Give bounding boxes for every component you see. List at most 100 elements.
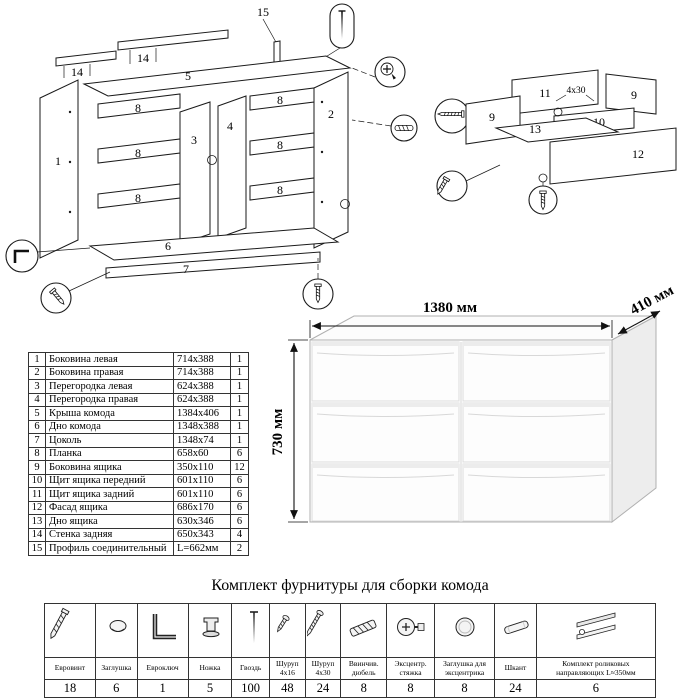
parts-cell-num: 5 bbox=[28, 406, 46, 421]
parts-cell-name: Фасад ящика bbox=[45, 500, 174, 515]
hardware-name: Шуруп 4x16 bbox=[269, 657, 306, 680]
parts-cell-qty: 12 bbox=[230, 460, 249, 475]
hardware-icon-cell bbox=[494, 603, 537, 658]
part-label-6: 6 bbox=[165, 239, 171, 253]
hardware-name: Евровинт bbox=[44, 657, 96, 680]
hardware-icon-cell bbox=[44, 603, 96, 658]
drawer-bottom-panel bbox=[494, 117, 620, 143]
parts-cell-num: 8 bbox=[28, 446, 46, 461]
hardware-qty: 24 bbox=[304, 679, 342, 698]
parts-cell-size: 650x343 bbox=[173, 527, 231, 542]
part-label-8: 8 bbox=[277, 138, 283, 152]
dresser-right-face bbox=[611, 315, 657, 524]
hardware-name: Гвоздь bbox=[231, 657, 271, 680]
height-dimension-label: 730 мм bbox=[270, 409, 286, 456]
parts-cell-qty: 6 bbox=[230, 487, 249, 502]
hardware-icon-cell bbox=[187, 603, 233, 658]
parts-cell-size: 658x60 bbox=[173, 446, 231, 461]
parts-cell-qty: 6 bbox=[230, 500, 249, 515]
parts-cell-qty: 2 bbox=[230, 541, 249, 556]
bottom-panel bbox=[88, 227, 340, 261]
screw-4x16-icon bbox=[276, 615, 290, 633]
parts-cell-name: Крыша комода bbox=[45, 406, 174, 421]
hardware-qty: 6 bbox=[94, 679, 138, 698]
hardware-name: Шуруп 4x30 bbox=[304, 657, 342, 680]
parts-cell-qty: 6 bbox=[230, 473, 249, 488]
parts-cell-name: Боковина ящика bbox=[45, 460, 174, 475]
hardware-qty-row: 18 6 1 5 100 48 24 8 8 8 24 6 bbox=[44, 679, 657, 698]
part-label-9-left: 9 bbox=[489, 110, 495, 124]
drawer-front bbox=[462, 402, 611, 463]
parts-cell-size: 714x388 bbox=[173, 352, 231, 367]
drawer-front bbox=[462, 341, 611, 402]
hardware-icons-row bbox=[44, 603, 657, 658]
wood-dowel-icon bbox=[504, 620, 529, 634]
drawer-side-right bbox=[605, 73, 657, 115]
parts-cell-qty: 1 bbox=[230, 433, 249, 448]
hardware-qty: 8 bbox=[433, 679, 496, 698]
part-label-15: 15 bbox=[257, 5, 269, 19]
bracket-callout bbox=[5, 239, 39, 273]
drawer-front bbox=[311, 341, 460, 402]
hardware-icon-cell bbox=[304, 603, 342, 658]
plank bbox=[97, 183, 181, 209]
hardware-name: Евроключ bbox=[136, 657, 189, 680]
roller-slides-icon bbox=[576, 612, 616, 640]
part-label-8: 8 bbox=[135, 146, 141, 160]
hardware-icon-cell bbox=[269, 603, 306, 658]
screw-size-note: 4x30 bbox=[567, 86, 586, 96]
drawer-facade-panel bbox=[549, 127, 677, 185]
hardware-qty: 1 bbox=[136, 679, 189, 698]
parts-cell-num: 3 bbox=[28, 379, 46, 394]
parts-cell-name: Щит ящика задний bbox=[45, 487, 174, 502]
part-label-8: 8 bbox=[135, 101, 141, 115]
plank bbox=[249, 87, 315, 111]
parts-cell-qty: 1 bbox=[230, 352, 249, 367]
dresser-drawers bbox=[311, 341, 611, 522]
hardware-qty: 48 bbox=[269, 679, 306, 698]
part-label-9-right: 9 bbox=[631, 88, 637, 102]
parts-cell-qty: 1 bbox=[230, 392, 249, 407]
parts-cell-name: Перегородка левая bbox=[45, 379, 174, 394]
parts-cell-qty: 1 bbox=[230, 419, 249, 434]
hardware-icon-cell bbox=[535, 603, 657, 658]
drawer-front bbox=[462, 463, 611, 522]
part-label-5: 5 bbox=[185, 69, 191, 83]
parts-cell-name: Дно комода bbox=[45, 419, 174, 434]
parts-cell-size: 1384x406 bbox=[173, 406, 231, 421]
back-panel-strip-b bbox=[55, 50, 117, 67]
parts-cell-size: 350x110 bbox=[173, 460, 231, 475]
parts-cell-num: 10 bbox=[28, 473, 46, 488]
nail-icon bbox=[250, 611, 259, 643]
hardware-qty: 8 bbox=[340, 679, 388, 698]
parts-cell-num: 13 bbox=[28, 514, 46, 529]
parts-cell-name: Перегородка правая bbox=[45, 392, 174, 407]
carcass-exploded-view: 14 14 15 5 1 2 3 4 8 8 bbox=[5, 3, 418, 314]
part-label-14-b: 14 bbox=[71, 65, 83, 79]
parts-cell-num: 2 bbox=[28, 365, 46, 380]
part-label-13: 13 bbox=[529, 122, 541, 136]
drawer-front bbox=[311, 402, 460, 463]
part-label-4: 4 bbox=[227, 119, 233, 133]
parts-cell-size: 601x110 bbox=[173, 487, 231, 502]
parts-cell-size: 601x110 bbox=[173, 473, 231, 488]
part-label-12: 12 bbox=[632, 147, 644, 161]
depth-dimension-label: 410 мм bbox=[628, 282, 677, 318]
parts-cell-size: 1348x388 bbox=[173, 419, 231, 434]
drawer-exploded-view: 11 9 9 4x30 10 13 12 bbox=[434, 69, 677, 215]
hardware-kit-title: Комплект фурнитуры для сборки комода bbox=[211, 577, 489, 594]
screw-in-dowel-icon bbox=[349, 619, 377, 637]
parts-cell-qty: 4 bbox=[230, 527, 249, 542]
